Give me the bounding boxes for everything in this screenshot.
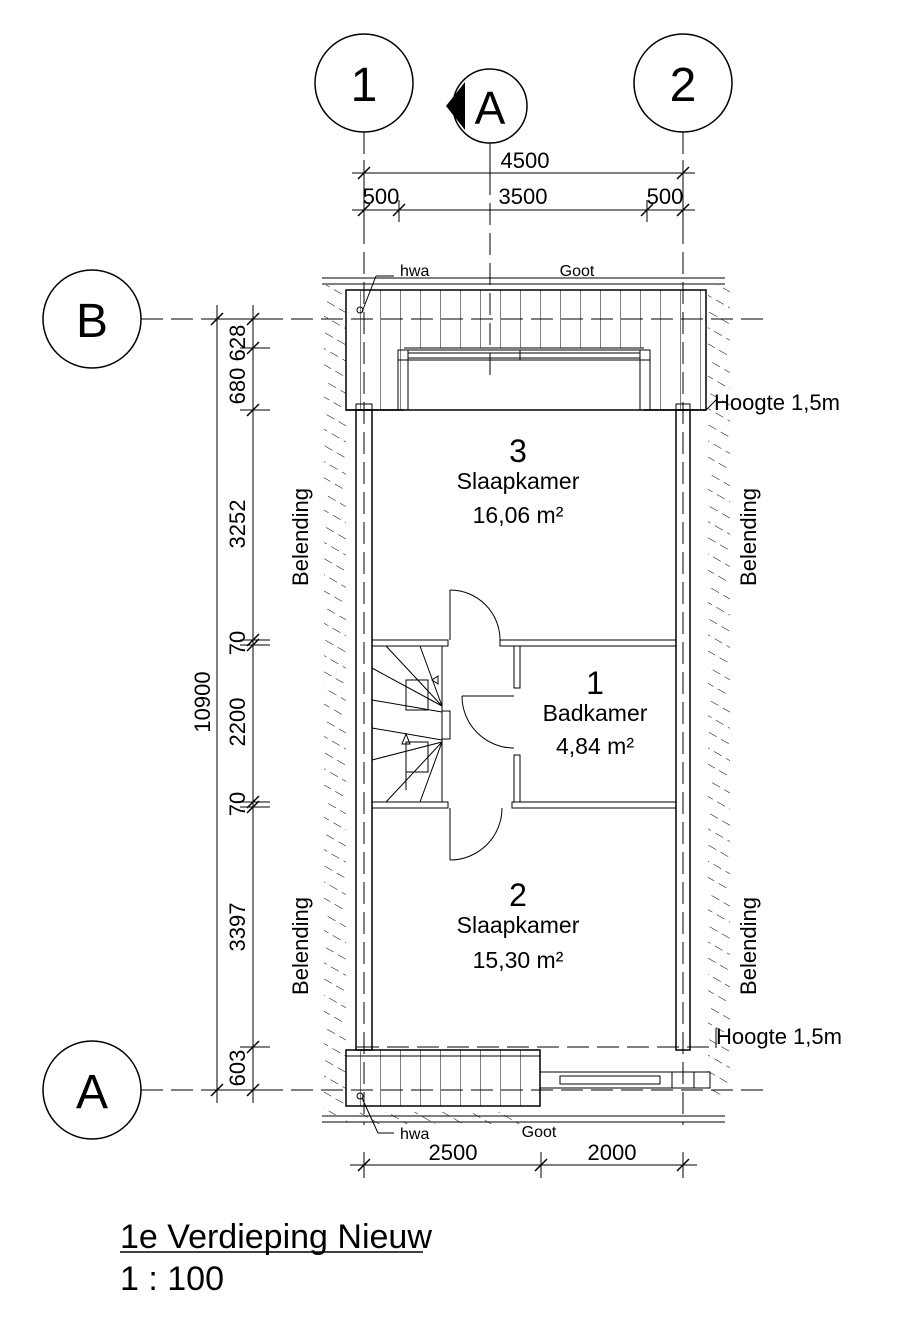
room-area: 16,06 m²: [473, 502, 564, 528]
dim-680: 680: [225, 368, 250, 405]
belending-label-left-top: Belending: [288, 488, 313, 586]
room-name: Slaapkamer: [457, 912, 580, 938]
doors: [449, 589, 515, 861]
staircase: [371, 645, 451, 803]
grid-label-a: A: [76, 1066, 108, 1119]
gutter-lines: [322, 277, 725, 1123]
dim-628: 628: [225, 325, 250, 362]
downpipe-top: hwa: [356, 263, 429, 314]
section-marker-a: A: [446, 68, 528, 144]
dormer-window-top: [397, 349, 651, 411]
dim-2200: 2200: [225, 698, 250, 747]
drawing-scale: 1 : 100: [120, 1260, 224, 1298]
belending-label-right-bottom: Belending: [736, 897, 761, 995]
dim-603: 603: [225, 1050, 250, 1087]
dim-10900: 10900: [190, 671, 215, 732]
grid-label-b: B: [76, 295, 108, 348]
room-number: 3: [509, 433, 527, 469]
room-label-slaapkamer-3: 3 Slaapkamer 16,06 m²: [457, 433, 580, 528]
room-name: Slaapkamer: [457, 468, 580, 494]
dimension-top: 4500 500 3500 500: [352, 148, 695, 222]
grid-label-1: 1: [351, 59, 378, 112]
dim-3252: 3252: [225, 500, 250, 549]
goot-label-top: Goot: [560, 263, 595, 280]
height-marker-bottom: Hoogte 1,5m: [715, 1024, 842, 1049]
room-label-slaapkamer-2: 2 Slaapkamer 15,30 m²: [457, 877, 580, 973]
room-name: Badkamer: [543, 700, 648, 726]
grid-bubble-1: 1: [314, 33, 414, 133]
hoogte-label-bottom: Hoogte 1,5m: [716, 1024, 842, 1049]
dim-500-left: 500: [363, 184, 400, 209]
height-marker-top: Hoogte 1,5m: [705, 390, 840, 415]
downpipe-bottom: hwa: [356, 1092, 429, 1143]
grid-bubble-a: A: [42, 1040, 142, 1140]
hwa-label-bottom: hwa: [400, 1126, 429, 1143]
dim-2000: 2000: [588, 1140, 637, 1165]
dim-3397: 3397: [225, 903, 250, 952]
dim-3500: 3500: [499, 184, 548, 209]
drawing-title-block: 1e Verdieping Nieuw 1 : 100: [120, 1218, 432, 1298]
grid-bubble-b: B: [42, 269, 142, 369]
drawing-title: 1e Verdieping Nieuw: [120, 1218, 432, 1256]
room-area: 15,30 m²: [473, 947, 564, 973]
neighbour-walls: [324, 285, 730, 1124]
section-label: A: [475, 82, 506, 134]
goot-label-bottom: Goot: [522, 1124, 557, 1141]
room-number: 1: [586, 665, 604, 701]
dimension-bottom: 2500 2000: [350, 1140, 697, 1178]
room-area: 4,84 m²: [556, 733, 634, 759]
dim-70-bottom: 70: [225, 792, 250, 816]
grid-label-2: 2: [670, 59, 697, 112]
hwa-label-top: hwa: [400, 263, 429, 280]
roof-zone-bottom: [345, 1049, 711, 1107]
belending-label-right-top: Belending: [736, 488, 761, 586]
dim-70-top: 70: [225, 631, 250, 655]
hoogte-label-top: Hoogte 1,5m: [714, 390, 840, 415]
grid-bubble-2: 2: [633, 33, 733, 133]
roof-zone-top: [345, 289, 707, 411]
room-label-badkamer-1: 1 Badkamer 4,84 m²: [543, 665, 648, 759]
dim-500-right: 500: [647, 184, 684, 209]
room-number: 2: [509, 877, 527, 913]
dim-2500: 2500: [429, 1140, 478, 1165]
grid-lines: [141, 132, 768, 1125]
dimension-left: 10900 628 680 3252 70 2200 70 3397 603: [190, 305, 270, 1103]
belending-label-left-bottom: Belending: [288, 897, 313, 995]
dim-4500: 4500: [501, 148, 550, 173]
